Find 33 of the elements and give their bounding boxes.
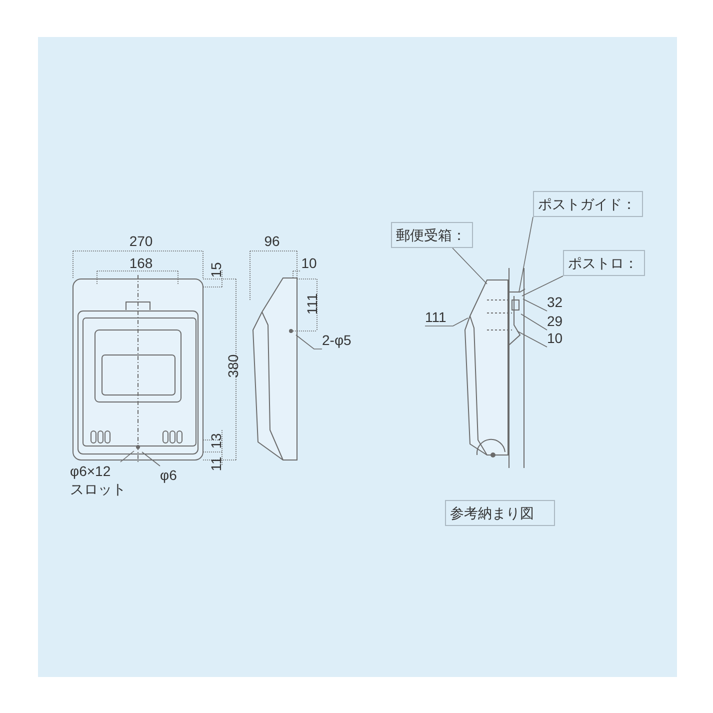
leader-line [516, 330, 548, 348]
front-view-drawing [72, 274, 204, 462]
callout-text: 29 [547, 312, 569, 330]
callout-box: ポストロ： [563, 250, 645, 276]
dimension-text: 111 [304, 292, 320, 317]
dimension-text: 13 [208, 432, 224, 451]
side-view-drawing [252, 278, 298, 460]
dimension-text: 15 [208, 261, 224, 280]
dimension-text: 96 [263, 233, 281, 249]
dimension-text: 380 [225, 353, 241, 380]
dimension-text: 270 [128, 233, 154, 249]
callout-text: 32 [547, 293, 569, 311]
callout-text: φ6×12 スロット [70, 462, 126, 498]
leader-line [522, 276, 564, 296]
leader-line [424, 318, 468, 326]
callout-text: φ6 [160, 466, 184, 484]
callout-text: 10 [547, 329, 569, 347]
leader-line [522, 298, 548, 312]
callout-text: 2-φ5 [322, 331, 360, 349]
leader-line [518, 216, 534, 292]
dimension-text: 10 [300, 255, 318, 271]
dimension-text: 168 [128, 255, 154, 271]
leader-line [520, 314, 548, 330]
installed-view-drawing [464, 268, 526, 468]
leader-line [452, 248, 488, 284]
leader-line [120, 450, 134, 462]
callout-text: 111 [425, 308, 453, 326]
callout-box: 参考納まり図 [445, 500, 555, 526]
dimension-text: 11 [208, 456, 224, 474]
callout-box: ポストガイド： [533, 191, 643, 217]
leader-line [296, 334, 322, 350]
leader-line [142, 452, 160, 466]
callout-box: 郵便受箱： [391, 222, 473, 248]
